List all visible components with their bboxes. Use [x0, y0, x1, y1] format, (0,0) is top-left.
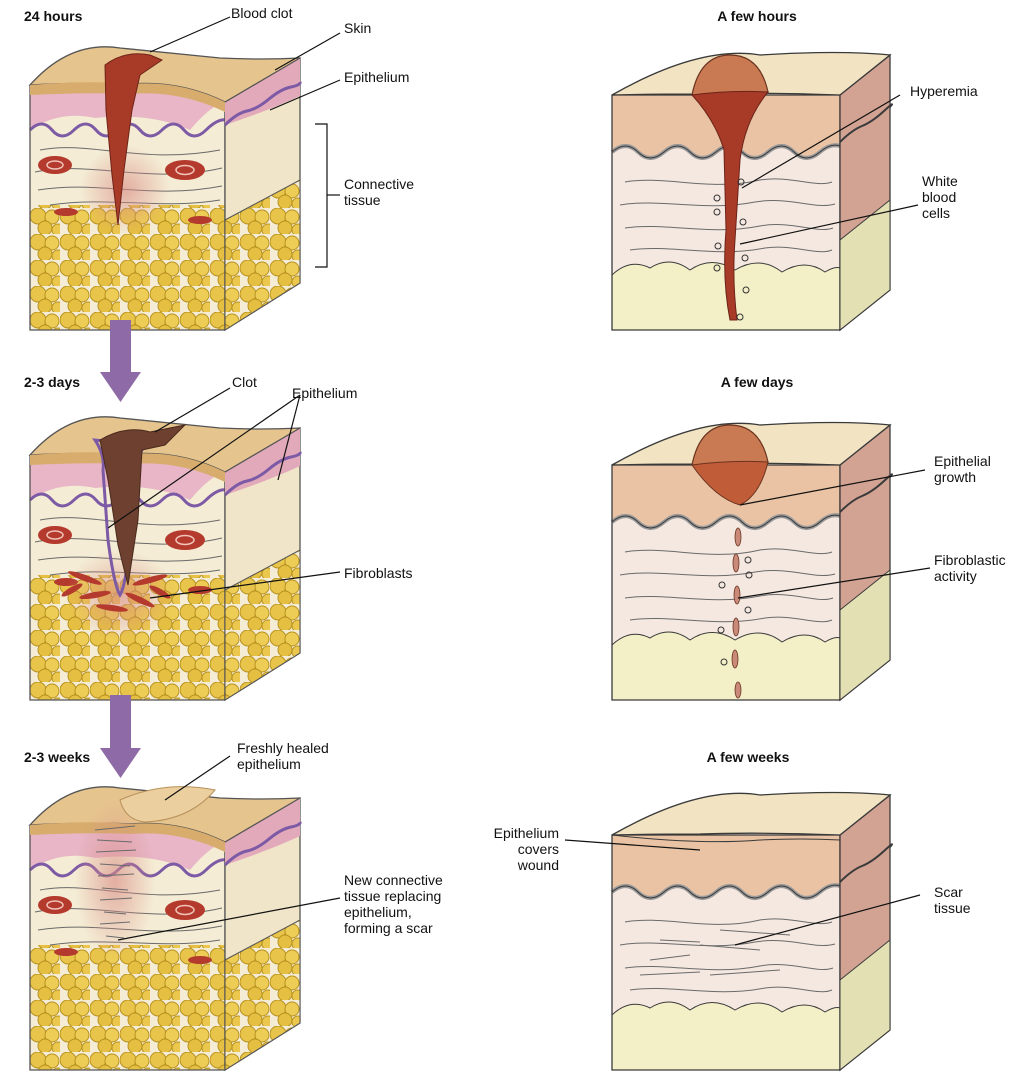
title-2-3-weeks: 2-3 weeks	[24, 749, 90, 765]
label-fibroblasts: Fibroblasts	[344, 565, 412, 581]
arrow-down-1	[100, 320, 141, 402]
title-2-3-days: 2-3 days	[24, 374, 80, 390]
label-blood-clot: Blood clot	[231, 5, 293, 21]
label-epithelium-2: Epithelium	[292, 385, 357, 401]
panel-2-3-days: 2-3 days Clot Epithelium Fibroblasts	[24, 374, 412, 700]
label-hyperemia: Hyperemia	[910, 83, 978, 99]
label-epithelium-1: Epithelium	[344, 69, 409, 85]
title-a-few-weeks: A few weeks	[707, 749, 790, 765]
panel-24-hours: 24 hours Blood clot Skin Epithelium Conn…	[24, 5, 414, 330]
title-a-few-hours: A few hours	[717, 8, 797, 24]
title-24-hours: 24 hours	[24, 8, 83, 24]
arrow-down-2	[100, 695, 141, 778]
label-clot: Clot	[232, 374, 257, 390]
title-a-few-days: A few days	[721, 374, 794, 390]
label-skin: Skin	[344, 20, 371, 36]
